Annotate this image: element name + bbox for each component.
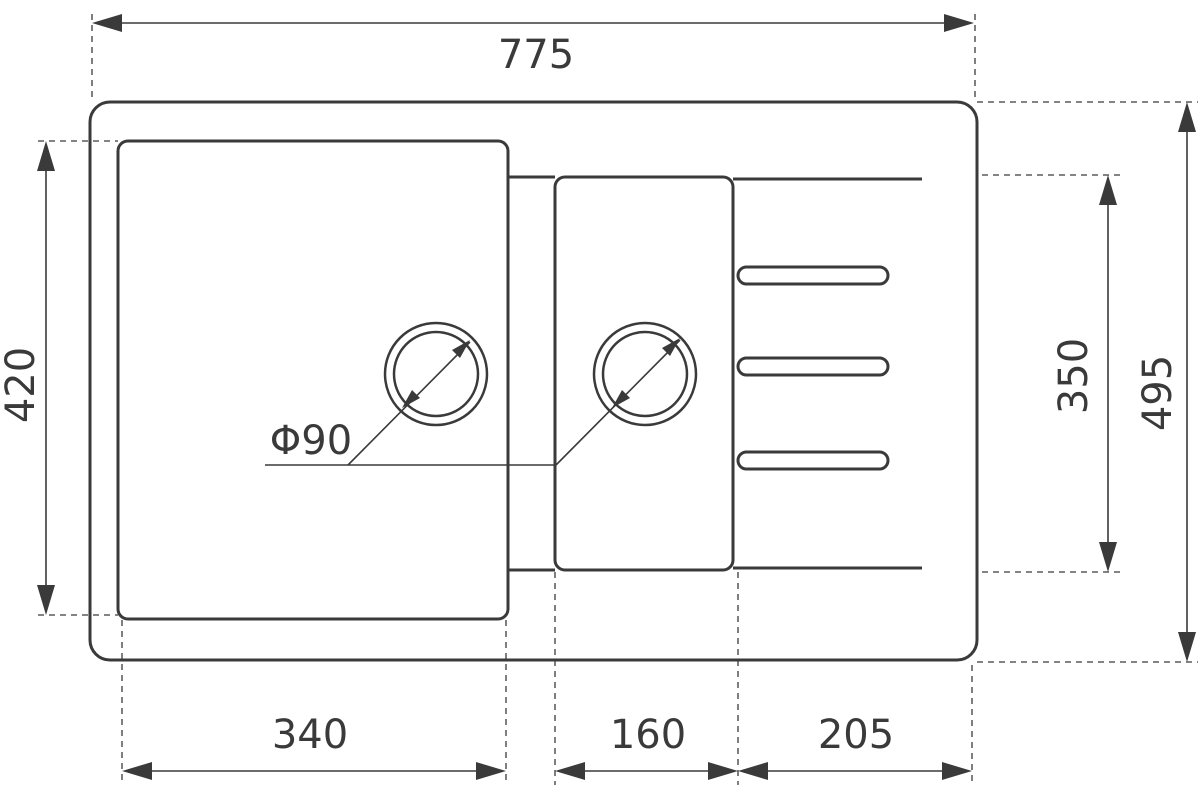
dim-small-bowl-width (555, 762, 738, 780)
drain-diameter-leaders (265, 338, 681, 466)
label-overall-depth: 495 (1135, 355, 1181, 431)
extension-lines (38, 14, 1198, 785)
label-small-bowl-width: 160 (610, 712, 686, 758)
dim-main-bowl-depth (37, 141, 55, 615)
main-bowl-drain (383, 321, 489, 427)
drainer-rib (736, 450, 890, 471)
dim-drainer-depth (1099, 175, 1117, 572)
label-drainer-width: 205 (818, 712, 894, 758)
label-overall-width: 775 (498, 32, 574, 78)
dim-overall-depth (1178, 102, 1196, 662)
drainer-ribs (736, 265, 890, 471)
label-main-bowl-width: 340 (272, 712, 348, 758)
small-bowl-drain (592, 321, 698, 427)
sink-outline (88, 100, 979, 662)
label-main-bowl-depth: 420 (0, 347, 44, 423)
main-bowl (116, 139, 510, 621)
drainer-edges (508, 175, 922, 572)
drainer-rib (736, 356, 890, 377)
label-drainer-depth: 350 (1051, 338, 1097, 414)
label-drain-diameter: Φ90 (270, 418, 352, 464)
dim-main-bowl-width (122, 762, 506, 780)
dim-overall-width (92, 14, 974, 32)
small-bowl (553, 175, 735, 572)
drainer-rib (736, 265, 890, 286)
dim-drainer-width (738, 762, 972, 780)
